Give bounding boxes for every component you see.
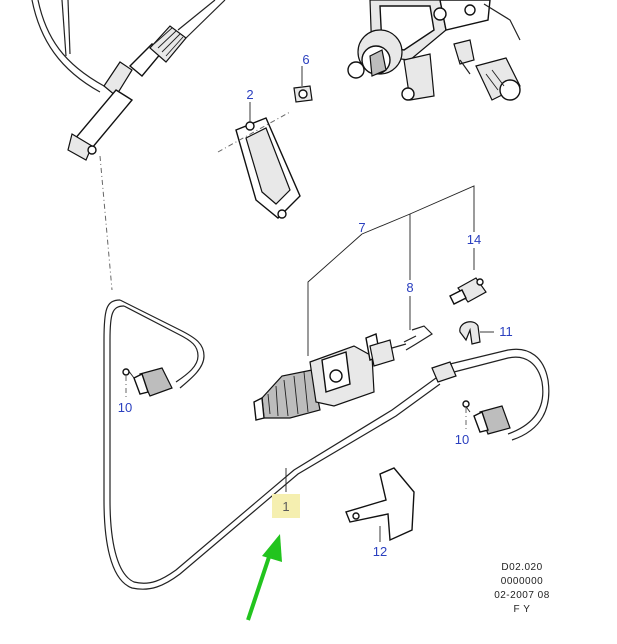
item-14-bleed-valve <box>449 277 487 305</box>
callout-2[interactable]: 2 <box>246 87 253 102</box>
leader-lines-7-8-14 <box>307 185 475 356</box>
item-8-clip <box>403 325 433 351</box>
diagram-suffix: F Y <box>514 604 531 615</box>
callout-14[interactable]: 14 <box>467 232 481 247</box>
callout-11[interactable]: 11 <box>499 324 513 339</box>
upper-hose-assembly <box>31 0 226 161</box>
item-2-gasket <box>217 102 301 219</box>
callout-6[interactable]: 6 <box>302 52 309 67</box>
callout-12[interactable]: 12 <box>373 544 387 559</box>
centerline-upper <box>99 155 113 291</box>
callout-8[interactable]: 8 <box>406 280 413 295</box>
callout-1[interactable]: 1 <box>282 499 289 514</box>
master-cylinder-assembly <box>347 0 521 101</box>
item-1-highlight <box>272 494 300 518</box>
item-6-grommet <box>293 66 313 103</box>
diagram-date: 02-2007 08 <box>494 590 550 601</box>
callout-10-left[interactable]: 10 <box>118 400 132 415</box>
callout-10-right[interactable]: 10 <box>455 432 469 447</box>
item-12-bracket <box>345 467 415 542</box>
diagram-number: 0000000 <box>501 576 543 587</box>
indicator-arrow <box>246 534 282 621</box>
item-7-slave-cylinder <box>253 333 407 421</box>
diagram-reference-block: D02.020 0000000 02-2007 08 F Y <box>494 562 550 615</box>
item-1-hydraulic-pipe <box>103 299 550 590</box>
callout-7[interactable]: 7 <box>358 220 365 235</box>
item-11-clip <box>459 321 494 345</box>
diagram-code: D02.020 <box>501 562 542 573</box>
